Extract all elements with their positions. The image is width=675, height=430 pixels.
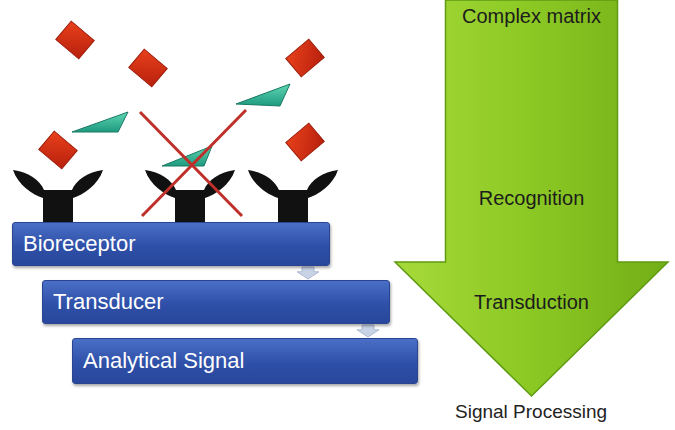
- bioreceptor-cups: [13, 170, 338, 222]
- process-arrow: Complex matrixRecognitionTransduction: [393, 0, 670, 398]
- stage-label: Recognition: [432, 186, 632, 211]
- process-bar: Analytical Signal: [72, 338, 418, 384]
- flow-arrow: [357, 325, 379, 337]
- rejection-cross: [140, 110, 246, 216]
- flow-arrow: [297, 267, 319, 279]
- process-bar: Bioreceptor: [12, 222, 330, 266]
- bar-label: Transducer: [53, 289, 163, 315]
- bar-label: Bioreceptor: [23, 231, 136, 257]
- bar-label: Analytical Signal: [83, 348, 244, 374]
- analyte-diamonds: [39, 21, 324, 169]
- process-bar: Transducer: [42, 280, 390, 324]
- stage-label: Transduction: [437, 290, 627, 315]
- caption-label: Signal Processing: [455, 401, 607, 423]
- stage-label: Complex matrix: [457, 4, 607, 29]
